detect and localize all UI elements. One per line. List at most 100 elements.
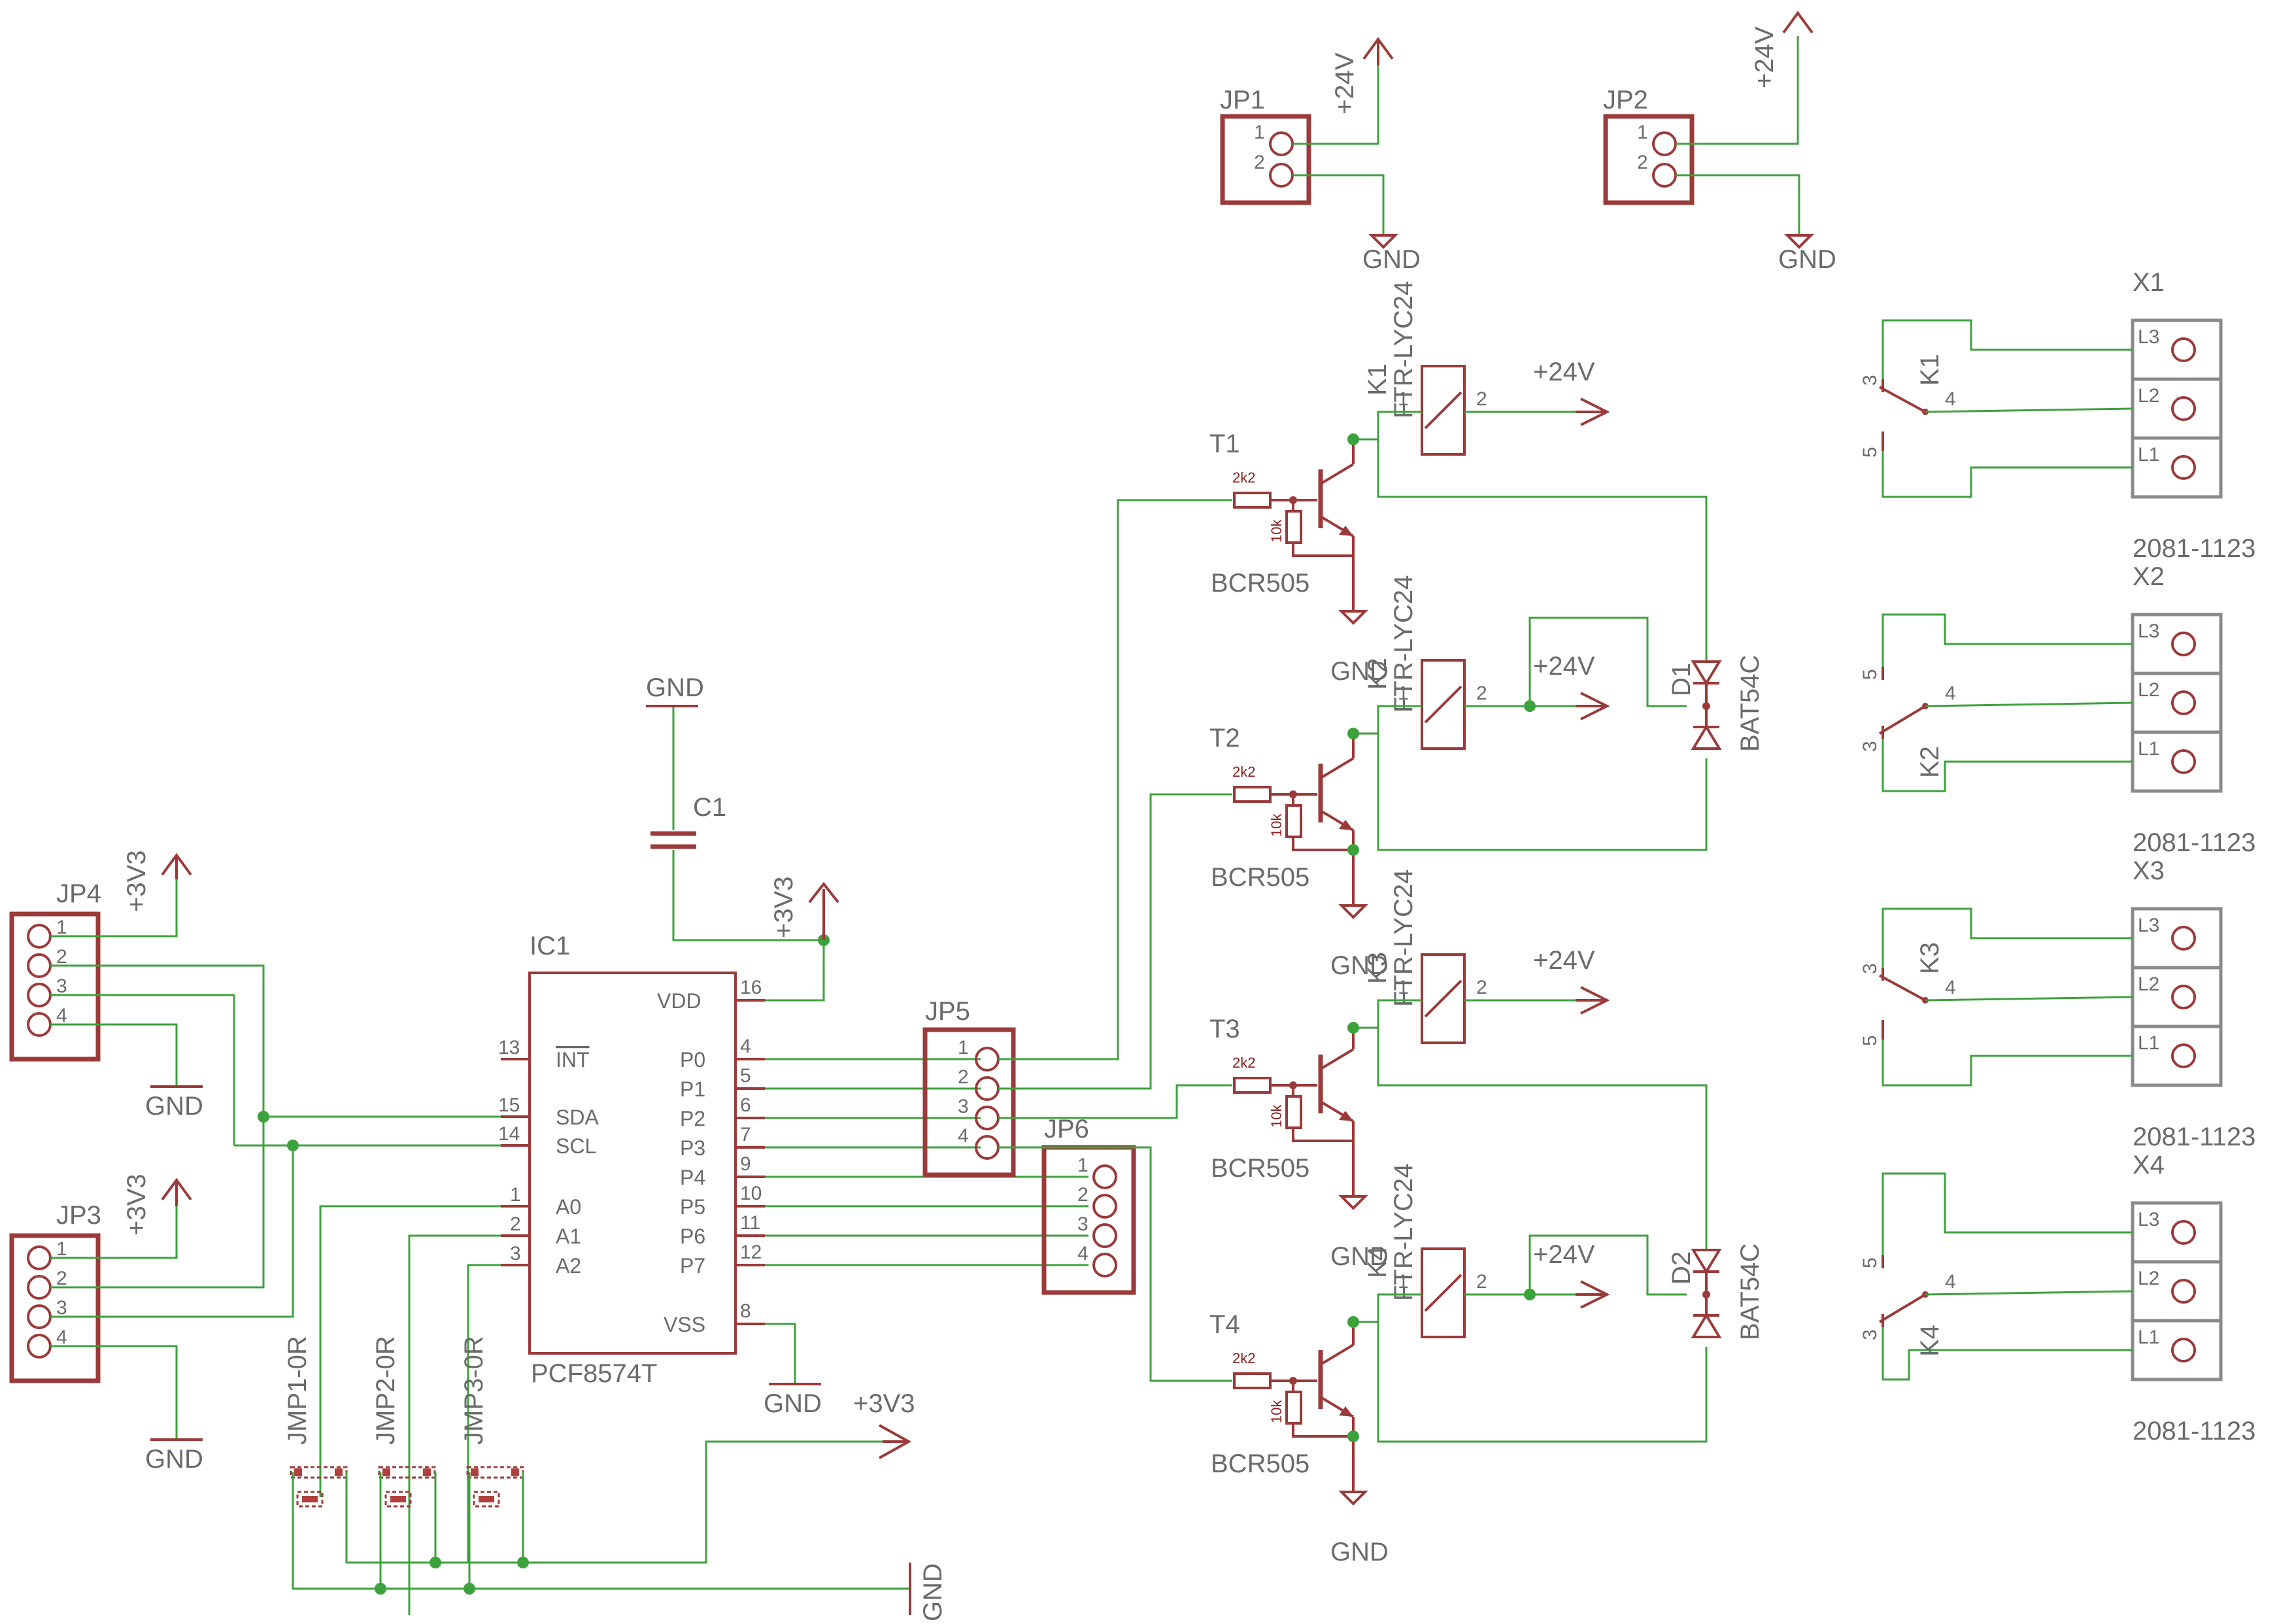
svg-text:JMP2-0R: JMP2-0R bbox=[371, 1336, 400, 1445]
svg-text:1: 1 bbox=[1254, 122, 1265, 143]
jp6-label: JP6 bbox=[1044, 1115, 1089, 1143]
svg-text:SCL: SCL bbox=[556, 1134, 596, 1158]
svg-text:1: 1 bbox=[56, 917, 67, 938]
svg-text:L3: L3 bbox=[2138, 1209, 2159, 1230]
svg-text:BCR505: BCR505 bbox=[1211, 569, 1309, 598]
relay-contact-k2: 5 4 3 K2 bbox=[1859, 613, 2133, 792]
ic1-label: IC1 bbox=[530, 932, 570, 960]
svg-text:P7: P7 bbox=[680, 1254, 705, 1277]
svg-text:SDA: SDA bbox=[556, 1106, 599, 1129]
svg-text:2: 2 bbox=[1077, 1184, 1089, 1206]
svg-text:2k2: 2k2 bbox=[1232, 764, 1255, 780]
svg-text:K2: K2 bbox=[1916, 746, 1944, 778]
svg-text:BCR505: BCR505 bbox=[1211, 1154, 1309, 1183]
t3-label: T3 bbox=[1209, 1015, 1240, 1043]
ic1-wiring: GND bbox=[319, 940, 1089, 1615]
stage-1: T1 BCR505 2k2 10k GND bbox=[1209, 430, 1389, 686]
jumpers: JMP1-0R JMP2-0R JMP3-0R bbox=[283, 1336, 909, 1595]
relay-coil-k2: 1 2 K2 FTR-LYC24 +24V bbox=[1353, 575, 1610, 750]
jp3-label: JP3 bbox=[56, 1201, 101, 1230]
diode-d2: D2 BAT54C bbox=[1667, 1243, 1764, 1340]
svg-text:3: 3 bbox=[1859, 741, 1881, 752]
jp4-header: JP4 1 2 3 4 bbox=[9, 876, 265, 1145]
svg-text:X1: X1 bbox=[2133, 268, 2165, 297]
jmp3-jumper: JMP3-0R bbox=[460, 1336, 524, 1508]
svg-text:2: 2 bbox=[56, 1268, 67, 1289]
ic1-value: PCF8574T bbox=[531, 1359, 657, 1388]
svg-text:3: 3 bbox=[56, 1297, 67, 1319]
svg-text:GND: GND bbox=[1330, 1242, 1389, 1271]
svg-text:14: 14 bbox=[498, 1123, 520, 1145]
svg-text:4: 4 bbox=[740, 1036, 751, 1057]
svg-text:A2: A2 bbox=[556, 1254, 581, 1277]
svg-text:12: 12 bbox=[740, 1242, 762, 1263]
svg-text:1: 1 bbox=[56, 1238, 67, 1260]
svg-text:P5: P5 bbox=[680, 1195, 705, 1219]
capacitor-c1: GND C1 +3V3 bbox=[646, 673, 839, 946]
svg-text:4: 4 bbox=[1077, 1243, 1089, 1264]
svg-text:BCR505: BCR505 bbox=[1211, 1449, 1309, 1478]
svg-text:+24V: +24V bbox=[1533, 946, 1595, 975]
svg-text:4: 4 bbox=[56, 1327, 67, 1348]
svg-text:8: 8 bbox=[740, 1300, 751, 1322]
svg-text:2: 2 bbox=[1476, 1271, 1487, 1293]
diode-d1: D1 BAT54C bbox=[1667, 655, 1764, 752]
c1-label: C1 bbox=[693, 793, 726, 822]
svg-text:K4: K4 bbox=[1916, 1325, 1944, 1357]
svg-text:1: 1 bbox=[1398, 1271, 1409, 1293]
t1-label: T1 bbox=[1209, 430, 1240, 458]
relay-contact-k3: 3 4 5 K3 bbox=[1859, 907, 2133, 1087]
svg-text:10: 10 bbox=[740, 1183, 762, 1204]
svg-text:GND: GND bbox=[145, 1092, 203, 1121]
relay-coil-k4: 1 2 K4 FTR-LYC24 +24V bbox=[1353, 1164, 1610, 1338]
svg-text:2k2: 2k2 bbox=[1232, 1350, 1255, 1366]
jp2-header: JP2 1 2 bbox=[1603, 36, 1800, 235]
svg-text:1: 1 bbox=[1398, 683, 1409, 704]
svg-text:GND: GND bbox=[764, 1389, 822, 1418]
svg-text:4: 4 bbox=[1945, 1271, 1956, 1293]
svg-text:3: 3 bbox=[510, 1243, 521, 1264]
stage-2: T2 BCR505 2k2 10k GND bbox=[1209, 724, 1389, 980]
jp6-header: JP6 1 2 3 4 bbox=[1041, 1115, 1136, 1295]
svg-text:FTR-LYC24: FTR-LYC24 bbox=[1389, 870, 1418, 1007]
svg-text:3: 3 bbox=[958, 1096, 969, 1117]
svg-text:+3V3: +3V3 bbox=[769, 876, 798, 938]
svg-text:5: 5 bbox=[1859, 447, 1881, 458]
jp3-header: JP3 1 2 3 4 bbox=[9, 1117, 294, 1438]
terminal-x1: X1 L3 L2 L1 2081-1123 bbox=[2131, 268, 2255, 563]
relay-coil-k3: 1 2 K3 FTR-LYC24 +24V bbox=[1353, 870, 1610, 1044]
relay-coil-k1: 1 2 K1 FTR-LYC24 +24V bbox=[1353, 281, 1610, 456]
svg-text:2081-1123: 2081-1123 bbox=[2133, 828, 2255, 857]
jmp1-jumper: JMP1-0R bbox=[283, 1336, 348, 1508]
jp5-label: JP5 bbox=[925, 997, 970, 1026]
svg-text:2081-1123: 2081-1123 bbox=[2133, 1123, 2255, 1151]
svg-text:K3: K3 bbox=[1916, 942, 1944, 974]
svg-text:5: 5 bbox=[1859, 1257, 1881, 1268]
svg-text:X4: X4 bbox=[2133, 1151, 2165, 1179]
svg-text:A1: A1 bbox=[556, 1225, 581, 1248]
svg-text:2: 2 bbox=[510, 1213, 521, 1235]
svg-text:JMP1-0R: JMP1-0R bbox=[283, 1336, 312, 1445]
svg-text:16: 16 bbox=[740, 977, 762, 998]
svg-text:3: 3 bbox=[1859, 963, 1881, 974]
i2c-buses bbox=[234, 1111, 501, 1151]
svg-text:15: 15 bbox=[498, 1094, 520, 1116]
jumper-3v3-symbol: +3V3 bbox=[853, 1389, 915, 1459]
svg-text:+3V3: +3V3 bbox=[853, 1389, 915, 1418]
svg-text:2: 2 bbox=[1637, 152, 1648, 173]
svg-text:2: 2 bbox=[1476, 977, 1487, 998]
stage-4: T4 BCR505 2k2 10k GND bbox=[1209, 1310, 1389, 1566]
svg-text:L2: L2 bbox=[2138, 385, 2159, 407]
svg-text:+24V: +24V bbox=[1533, 358, 1595, 386]
jp2-24v-symbol: +24V bbox=[1750, 10, 1814, 88]
jp4-gnd-symbol: GND bbox=[145, 1085, 203, 1121]
svg-text:+24V: +24V bbox=[1533, 1240, 1595, 1269]
jumper-gnd-symbol: GND bbox=[909, 1563, 947, 1621]
svg-text:2081-1123: 2081-1123 bbox=[2133, 1417, 2255, 1446]
svg-text:2: 2 bbox=[1476, 683, 1487, 704]
svg-text:4: 4 bbox=[1945, 388, 1956, 410]
svg-text:1: 1 bbox=[1398, 388, 1409, 410]
svg-text:3: 3 bbox=[56, 975, 67, 997]
svg-text:D1: D1 bbox=[1667, 663, 1696, 696]
svg-text:P0: P0 bbox=[680, 1048, 705, 1072]
